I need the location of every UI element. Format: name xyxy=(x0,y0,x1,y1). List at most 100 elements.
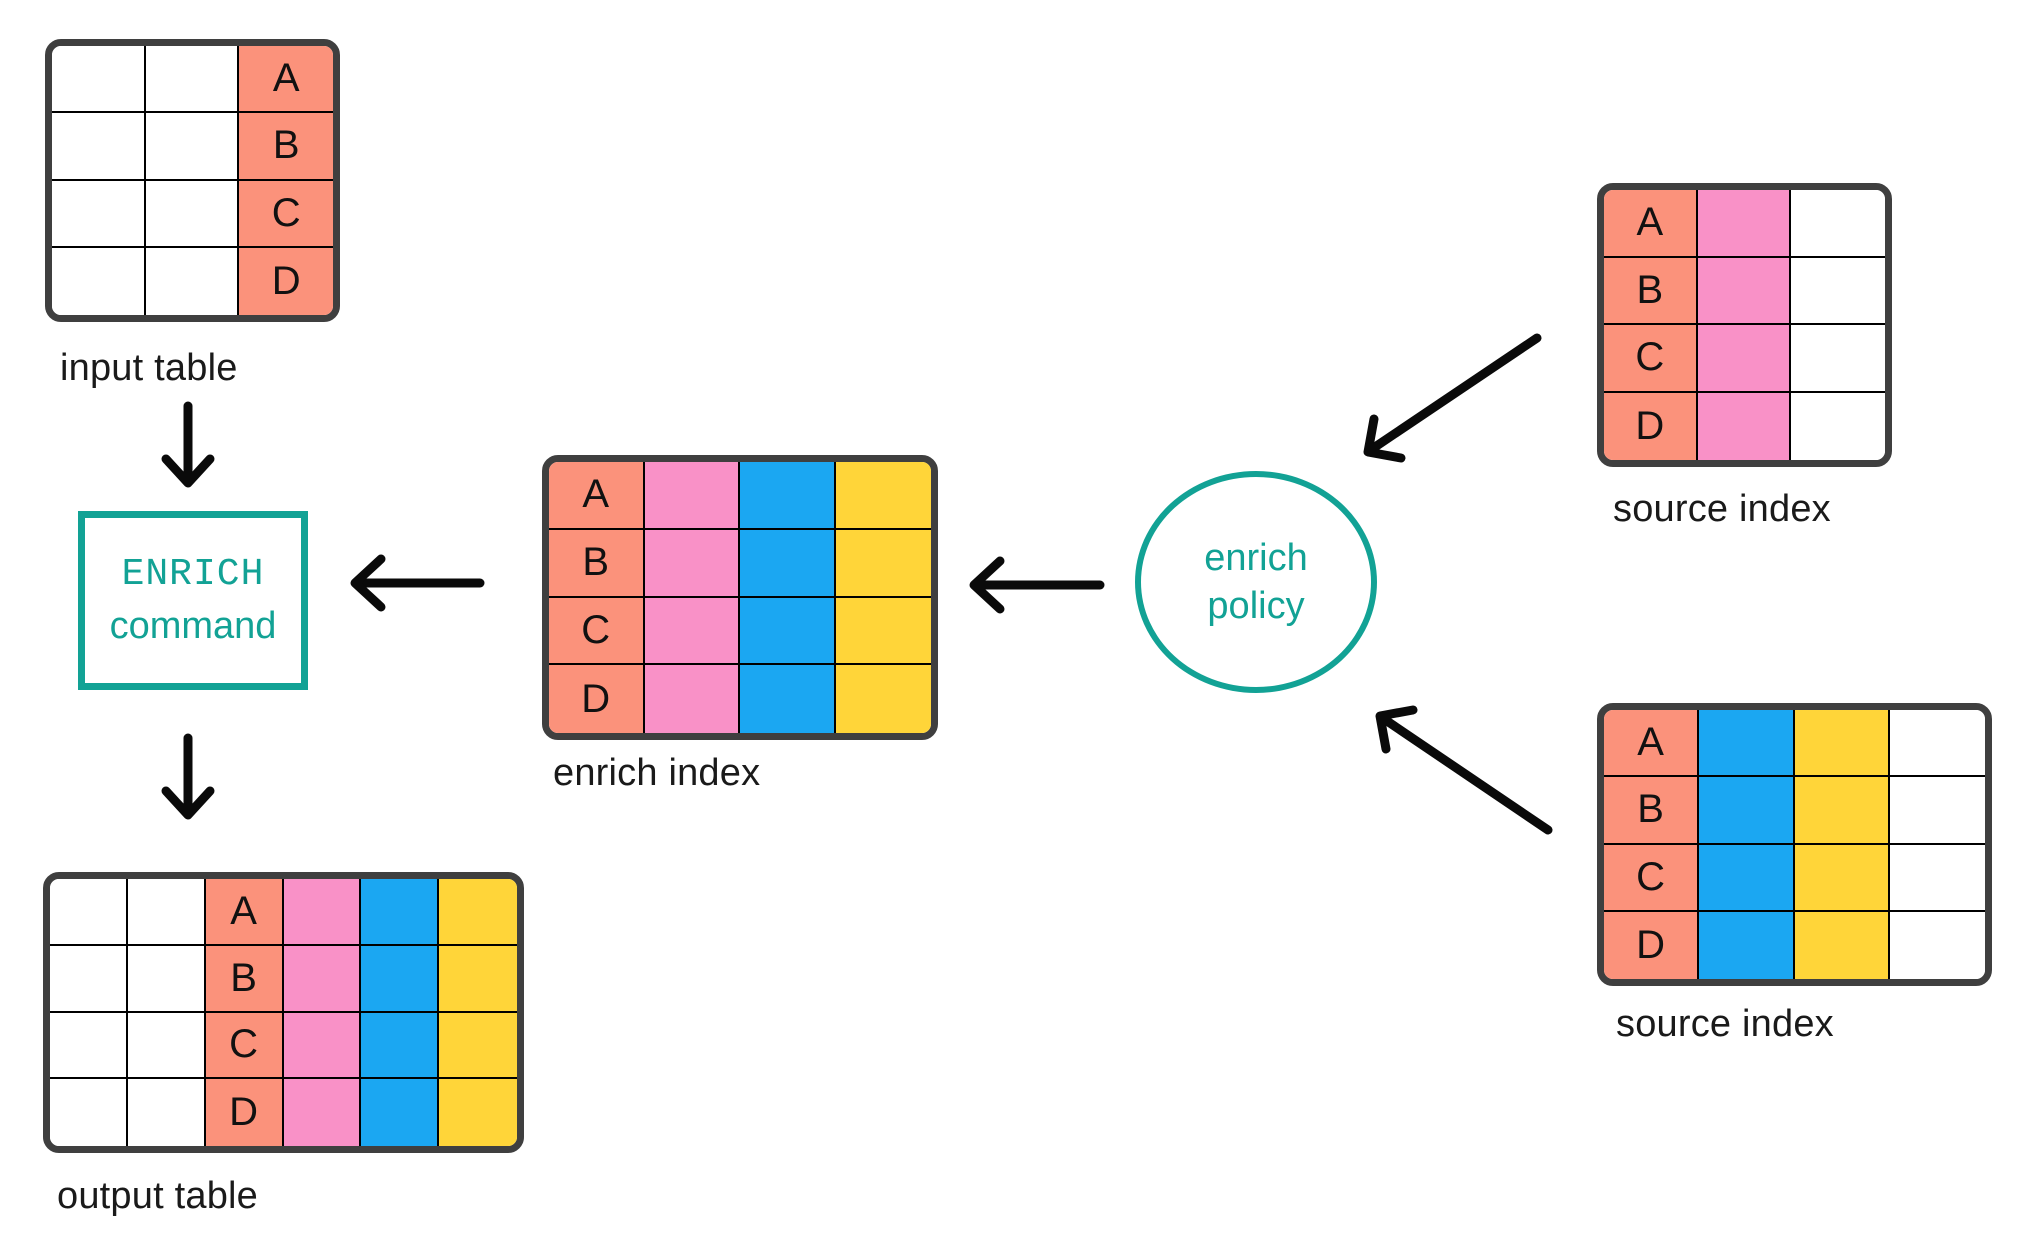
table-cell xyxy=(644,462,740,530)
table-cell xyxy=(835,665,931,733)
table-cell xyxy=(644,529,740,598)
table-cell: D xyxy=(205,1079,284,1146)
arrow-enrich-index-to-enrich-command xyxy=(350,554,485,612)
table-cell xyxy=(361,1012,440,1080)
table-cell xyxy=(1794,777,1890,845)
table-cell: B xyxy=(1604,777,1700,845)
table-cell: A xyxy=(1604,190,1698,258)
arrow-source-index-top-to-enrich-policy xyxy=(1363,333,1542,463)
enrich-index-label: enrich index xyxy=(553,752,761,794)
table-cell xyxy=(1791,257,1885,325)
table-cell xyxy=(52,46,146,114)
table-cell xyxy=(1791,190,1885,258)
table-cell: B xyxy=(549,529,645,598)
table-cell: D xyxy=(1604,392,1698,460)
arrow-enrich-policy-to-enrich-index xyxy=(969,556,1105,614)
table-cell: C xyxy=(1604,844,1700,912)
enrich-command-keyword: ENRICH xyxy=(121,553,265,596)
input-table-label: input table xyxy=(60,347,238,389)
source-index-top-label: source index xyxy=(1613,488,1831,530)
table-cell xyxy=(361,1079,440,1146)
table-cell xyxy=(361,945,440,1013)
arrow-enrich-command-to-output-table xyxy=(161,733,215,820)
table-cell xyxy=(145,46,240,114)
table-cell: D xyxy=(1604,911,1700,979)
table-cell: A xyxy=(549,462,645,530)
enrich-policy-circle: enrich policy xyxy=(1135,471,1377,693)
arrow-source-index-bottom-to-enrich-policy xyxy=(1375,705,1553,835)
table-cell xyxy=(127,1012,206,1080)
table-cell xyxy=(50,1012,128,1080)
table-cell: A xyxy=(239,46,333,114)
table-cell xyxy=(740,529,836,598)
table-cell: A xyxy=(205,879,284,946)
table-cell xyxy=(1889,777,1985,845)
table-cell xyxy=(127,879,206,946)
table-cell xyxy=(1699,844,1795,912)
table-cell: B xyxy=(1604,257,1698,325)
table-cell: A xyxy=(1604,710,1700,778)
table-cell xyxy=(283,945,362,1013)
output-table-label: output table xyxy=(57,1175,259,1217)
table-cell xyxy=(52,113,146,181)
table-cell xyxy=(740,597,836,666)
table-cell: C xyxy=(239,180,333,248)
table-cell xyxy=(740,462,836,530)
table-cell: C xyxy=(549,597,645,666)
table-cell xyxy=(1794,844,1890,912)
table-cell xyxy=(145,247,240,315)
table-cell xyxy=(50,1079,128,1146)
table-cell: B xyxy=(239,113,333,181)
table-cell: C xyxy=(1604,325,1698,393)
table-cell xyxy=(1794,911,1890,979)
table-cell xyxy=(1791,392,1885,460)
table-cell: D xyxy=(239,247,333,315)
table-cell xyxy=(644,597,740,666)
enrich-policy-word2: policy xyxy=(1207,585,1305,627)
table-cell xyxy=(1889,844,1985,912)
table-cell xyxy=(1697,325,1792,393)
table-cell xyxy=(145,113,240,181)
table-cell xyxy=(835,462,931,530)
table-cell xyxy=(439,1012,517,1080)
table-cell xyxy=(1889,710,1985,778)
table-cell: B xyxy=(205,945,284,1013)
table-cell xyxy=(127,945,206,1013)
enrich-command-box: ENRICH command xyxy=(78,511,308,690)
table-cell xyxy=(1697,257,1792,325)
table-cell xyxy=(283,879,362,946)
table-cell xyxy=(835,529,931,598)
table-cell xyxy=(283,1012,362,1080)
table-cell xyxy=(283,1079,362,1146)
table-cell xyxy=(1697,392,1792,460)
table-cell xyxy=(835,597,931,666)
table-cell xyxy=(145,180,240,248)
table-cell xyxy=(52,247,146,315)
table-cell xyxy=(1699,710,1795,778)
table-cell xyxy=(740,665,836,733)
table-cell xyxy=(127,1079,206,1146)
table-cell xyxy=(1791,325,1885,393)
table-cell xyxy=(439,945,517,1013)
table-cell xyxy=(50,879,128,946)
table-cell xyxy=(439,1079,517,1146)
table-cell xyxy=(644,665,740,733)
table-cell: C xyxy=(205,1012,284,1080)
enrich-command-word: command xyxy=(109,605,277,647)
table-cell xyxy=(50,945,128,1013)
table-cell xyxy=(361,879,440,946)
table-cell: D xyxy=(549,665,645,733)
table-cell xyxy=(52,180,146,248)
source-index-bottom-label: source index xyxy=(1616,1003,1834,1045)
enrich-policy-word1: enrich xyxy=(1204,537,1308,579)
table-cell xyxy=(1699,777,1795,845)
table-cell xyxy=(1889,911,1985,979)
table-cell xyxy=(1697,190,1792,258)
arrow-input-table-to-enrich-command xyxy=(161,401,215,488)
